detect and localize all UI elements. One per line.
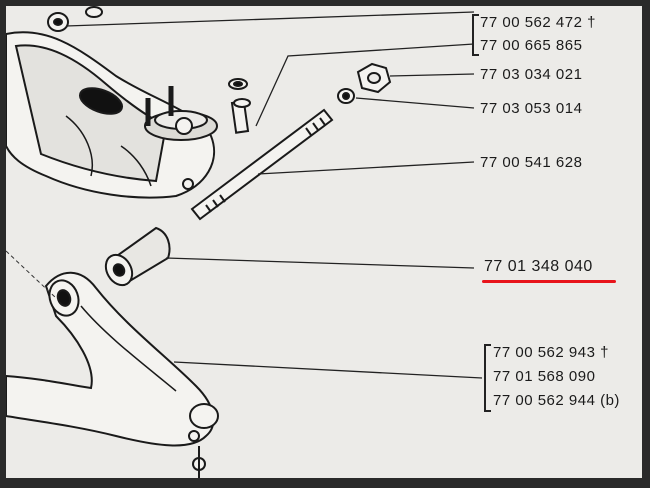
nut-and-washer [337,62,392,104]
part-number-bottom-2: 77 01 568 090 [493,368,596,385]
part-number-washer: 77 03 053 014 [480,100,583,117]
part-number-nut: 77 03 034 021 [480,66,583,83]
upper-wishbone-arm [6,31,218,199]
center-line [6,250,57,299]
highlight-underline [482,280,616,283]
part-number-bushing-highlighted: 77 01 348 040 [484,258,593,275]
long-bolt [190,108,334,221]
part-number-bottom-1: 77 00 562 943 † [493,344,609,361]
washer-and-screw [228,78,251,134]
bracket-bottom-group [484,344,491,412]
part-number-bolt: 77 00 541 628 [480,154,583,171]
bushing [104,226,171,287]
part-number-top-2: 77 00 665 865 [480,37,583,54]
leader-lines [65,11,483,379]
small-nut-top [47,6,103,32]
lower-wishbone-arm [6,271,219,478]
part-number-bottom-3: 77 00 562 944 (b) [493,392,620,409]
catalog-page: 77 00 562 472 † 77 00 665 865 77 03 034 … [6,6,642,478]
bracket-top-group [472,14,479,56]
part-number-top-1: 77 00 562 472 † [480,14,596,31]
exploded-parts-drawing [6,6,483,478]
